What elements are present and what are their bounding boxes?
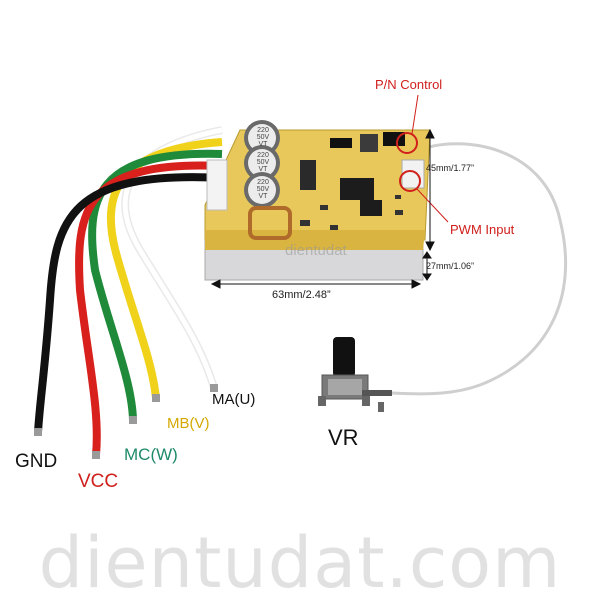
gnd-label: GND [15, 451, 58, 472]
capacitor-label-1: 220 50V VT [254, 127, 272, 148]
wire-green-mc [88, 149, 223, 421]
wire-black-gnd [34, 173, 223, 433]
capacitor-text: 220 [257, 152, 269, 159]
pwm-connector [401, 159, 425, 189]
capacitor-text: 220 [257, 179, 269, 186]
variable-resistor [318, 337, 392, 412]
pn-callout-line [411, 94, 419, 135]
potentiometer-trim [360, 134, 378, 152]
motor-connector [206, 159, 228, 211]
wire-tip [152, 394, 160, 402]
ic-chip [300, 160, 316, 190]
capacitor-text: 50V [256, 134, 270, 141]
site-watermark: dientudat.com [38, 522, 562, 604]
capacitor-text: VT [258, 193, 268, 200]
pcb [204, 120, 431, 250]
inductor [248, 206, 292, 240]
capacitor-text: 50V [256, 159, 270, 166]
capacitor-group [244, 120, 280, 208]
capacitor-text: VT [258, 141, 268, 148]
wire-tip [92, 451, 100, 459]
capacitor-text: 50V [256, 186, 270, 193]
pot-shaft [333, 337, 355, 377]
wire-tip [129, 416, 137, 424]
capacitor-text: 220 [257, 127, 269, 134]
pwm-callout-line [416, 188, 449, 223]
vcc-label: VCC [78, 471, 119, 492]
wire-tip [210, 384, 218, 392]
mc-label: MC(W) [124, 445, 178, 464]
pwm-input-label: PWM Input [450, 222, 515, 237]
pn-control-label: P/N Control [375, 77, 443, 92]
pwm-callout-circle [399, 170, 421, 192]
height-dimension: 45mm/1.77” [426, 163, 475, 173]
capacitor-label-2: 220 50V VT [254, 152, 272, 173]
ic-chip [360, 200, 382, 216]
pn-callout-circle [396, 132, 418, 154]
width-dimension: 63mm/2.48” [272, 289, 331, 301]
mb-label: MB(V) [167, 415, 210, 432]
ma-label: MA(U) [212, 391, 256, 408]
capacitor-text: VT [258, 166, 268, 173]
vr-label: VR [328, 425, 359, 450]
motor-wires [34, 126, 223, 459]
wire-tip [34, 428, 42, 436]
capacitor-label-3: 220 50V VT [254, 179, 272, 200]
pn-header [330, 138, 352, 148]
dimension-lines [210, 128, 435, 289]
depth-dimension: 27mm/1.06” [426, 261, 475, 271]
pot-cable [391, 142, 568, 396]
board-watermark: dientudat [285, 242, 347, 259]
ic-chip [340, 178, 374, 200]
wire-red-vcc [75, 161, 223, 456]
